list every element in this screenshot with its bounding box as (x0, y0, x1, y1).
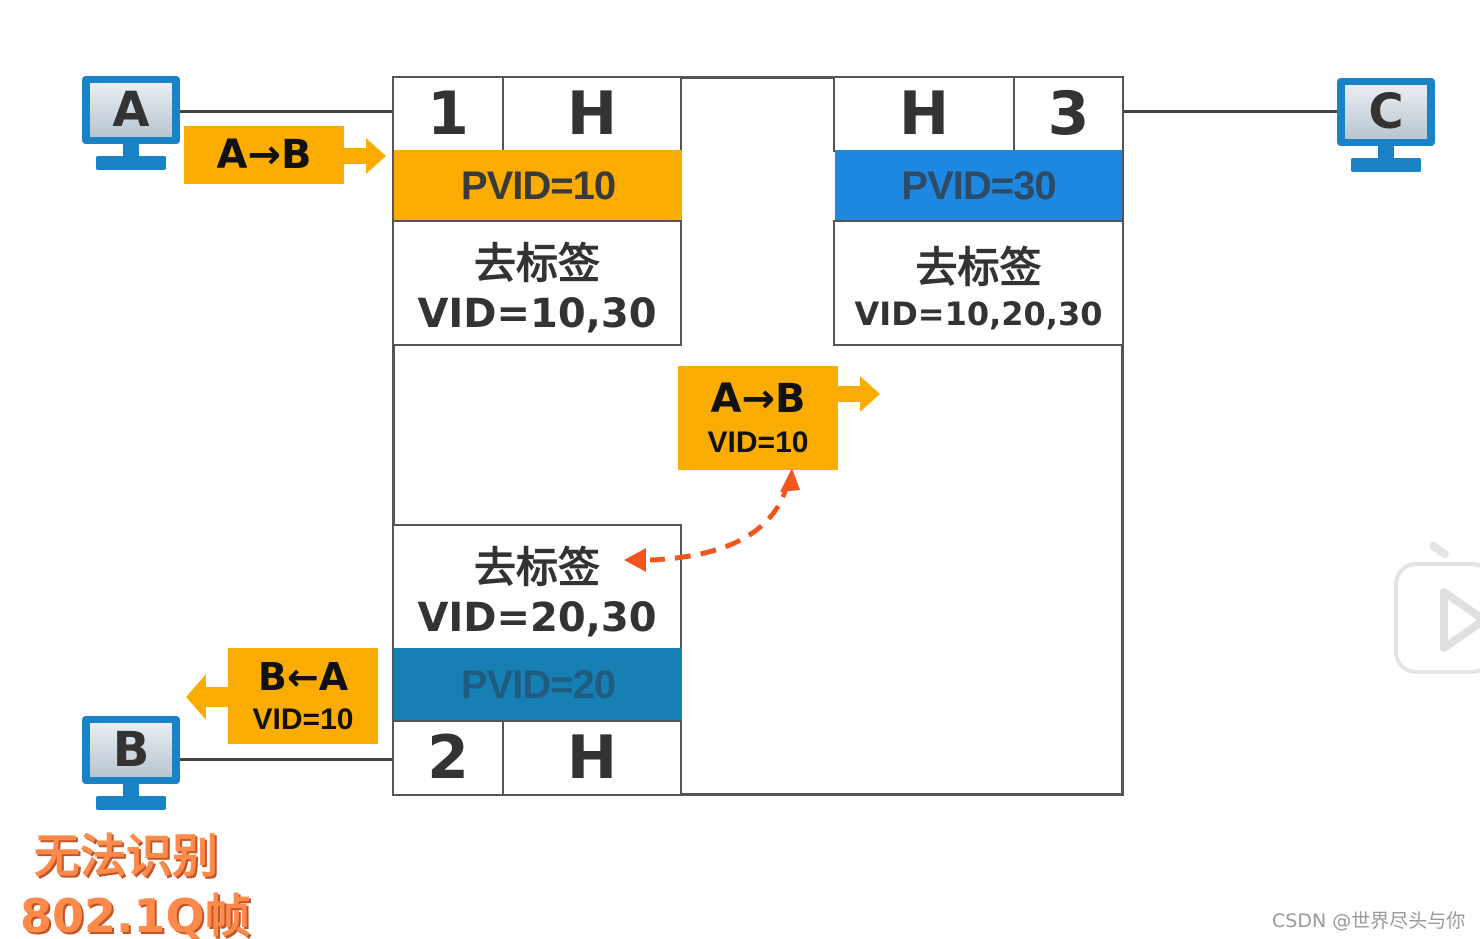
link-b (178, 758, 392, 761)
cannot-recognize-note: 无法识别 (34, 829, 218, 883)
host-a-icon: A (82, 76, 182, 176)
port3-rule-action: 去标签 (915, 242, 1042, 292)
port1-rule-vids: VID=10,30 (417, 290, 657, 337)
host-b-label: B (90, 722, 172, 778)
outgoing-arrow-icon (186, 674, 228, 720)
dot1q-frame-note: 802.1Q帧 (20, 889, 251, 939)
port2-rule: 去标签 VID=20,30 (392, 524, 682, 650)
port2-type: H (502, 720, 682, 796)
internal-frame: A→B VID=10 (678, 366, 838, 470)
incoming-frame: A→B (184, 126, 344, 184)
link-a (178, 110, 392, 113)
port1-rule: 去标签 VID=10,30 (392, 220, 682, 346)
port2-rule-vids: VID=20,30 (417, 594, 657, 641)
port3-rule: 去标签 VID=10,20,30 (833, 220, 1124, 346)
port2-number: 2 (392, 720, 504, 796)
forward-dashed-arrow-icon (624, 468, 800, 572)
port2-rule-action: 去标签 (473, 542, 600, 592)
port3-type: H (833, 76, 1015, 152)
port1-number: 1 (392, 76, 504, 152)
play-widget-ear (1427, 540, 1451, 560)
port2-pvid: PVID=20 (394, 648, 682, 722)
outgoing-frame-vid: VID=10 (252, 703, 354, 736)
play-icon (1440, 588, 1480, 652)
port1-pvid: PVID=10 (394, 150, 682, 222)
incoming-frame-label: A→B (216, 132, 312, 178)
host-c-icon: C (1337, 78, 1437, 178)
incoming-arrow-icon (344, 138, 386, 174)
outgoing-frame-label: B←A (257, 655, 349, 699)
outgoing-frame: B←A VID=10 (228, 648, 378, 744)
host-c-label: C (1345, 84, 1427, 140)
watermark: CSDN @世界尽头与你 (1272, 910, 1466, 932)
internal-frame-vid: VID=10 (707, 426, 809, 459)
port3-pvid: PVID=30 (835, 150, 1122, 222)
port3-rule-vids: VID=10,20,30 (854, 294, 1103, 333)
host-b-icon: B (82, 716, 182, 816)
port3-number: 3 (1013, 76, 1124, 152)
link-c (1124, 110, 1338, 113)
port1-type: H (502, 76, 682, 152)
play-button[interactable] (1394, 562, 1480, 674)
host-a-label: A (90, 82, 172, 138)
port1-rule-action: 去标签 (473, 238, 600, 288)
internal-frame-label: A→B (710, 376, 806, 422)
internal-arrow-icon (838, 376, 880, 412)
